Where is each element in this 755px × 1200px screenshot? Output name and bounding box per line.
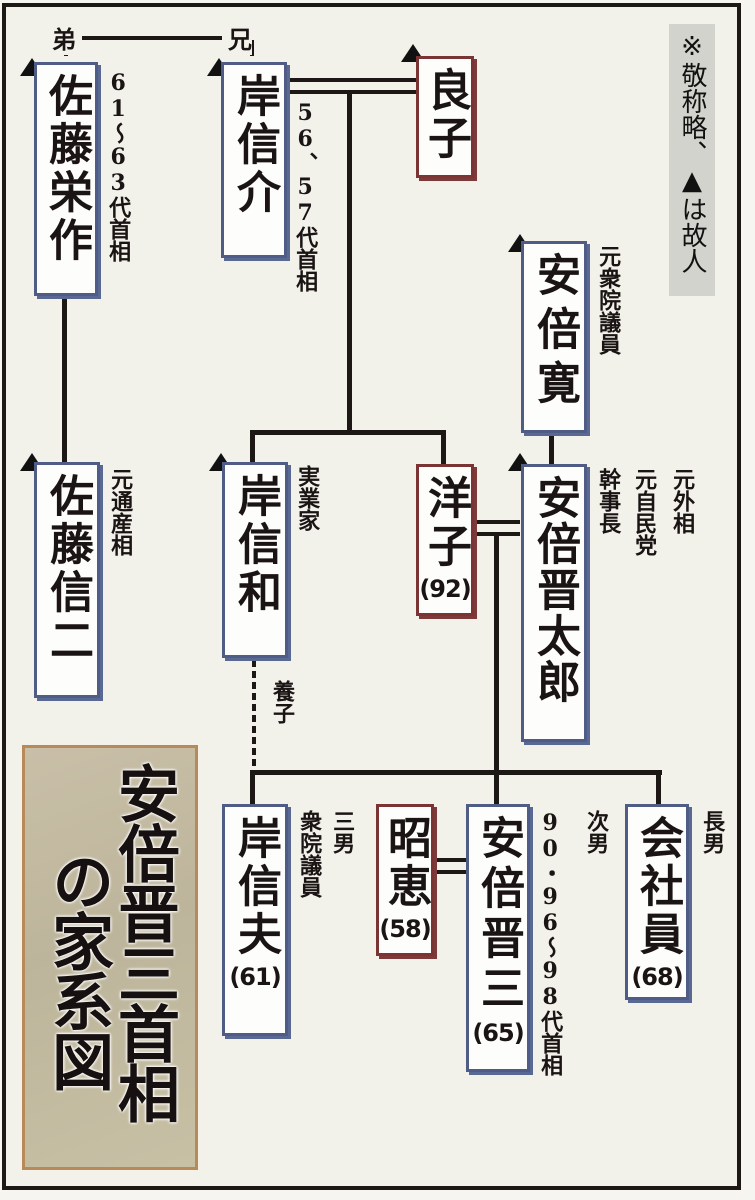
person-note: 長男 [699,810,726,854]
title-line-2: の家系図 [41,850,114,1090]
person-age: (58) [379,915,431,943]
person-note: 幹事長 [595,468,622,534]
person-abe-kan: 安倍寛 [521,241,587,433]
person-age: (92) [419,575,471,603]
abe-descent-line [494,532,499,772]
person-note: 90・96〜98代首相 [537,810,564,1076]
to-shinzo [494,770,499,806]
person-eldest-son: 会社員 (68) [625,804,689,1000]
person-note: 元外相 [669,468,696,534]
person-note: 衆院議員 [296,810,323,898]
diagram-title: 安倍晋三首相 の家系図 [22,745,198,1170]
person-abe-shintaro: 安倍晋太郎 [521,464,587,742]
person-name: 岸信介 [229,73,280,217]
person-abe-shinzo: 安倍晋三 (65) [466,804,530,1072]
person-name: 安倍晋三 [473,815,524,1015]
kishi-descent-line [347,90,352,432]
person-akie: 昭恵 (58) [376,804,434,956]
person-note: 元通産相 [107,468,134,556]
adoption-dotted-line [252,660,256,770]
abe-children-bar [250,770,662,775]
person-note: 元自民党 [631,468,658,556]
person-note: 元衆院議員 [595,245,622,355]
kishi-children-bar [250,430,446,435]
person-name: 安倍寛 [529,252,580,414]
title-line-1: 安倍晋三首相 [107,762,180,1122]
marriage-kishi-yoshiko-top [290,78,418,82]
person-yoko: 洋子 (92) [416,464,474,616]
person-name: 洋子 [420,475,471,571]
person-name: 岸信夫 [230,815,281,959]
adopted-label: 養子 [266,680,298,724]
sato-descent-line [62,296,67,466]
younger-brother-label: 弟 [52,20,76,55]
to-eldest [656,770,661,806]
person-name: 佐藤信二 [42,473,93,665]
person-name: 佐藤栄作 [41,73,92,265]
marriage-yoko-shintaro-top [474,520,520,524]
brothers-line [82,36,222,40]
person-kishi-nobusuke: 岸信介 [221,62,287,258]
person-note: 61〜63代首相 [105,70,132,262]
marriage-akie-shinzo-bottom [432,870,468,874]
marriage-kishi-yoshiko-bottom [290,90,418,94]
person-note: 三男 [329,810,356,854]
person-kishi-nobukazu: 岸信和 [222,462,288,658]
person-sato-shinji: 佐藤信二 [34,462,100,698]
kishi-stub [250,40,254,56]
person-note: 実業家 [294,465,321,531]
to-yoko [441,430,446,466]
to-nobuo [250,770,255,806]
older-brother-label: 兄 [228,20,252,55]
person-sato-eisaku: 佐藤栄作 [34,62,98,296]
person-name: 安倍晋太郎 [529,475,580,705]
to-nobukazu [250,430,255,466]
person-age: (61) [229,963,281,991]
person-yoshiko: 良子 [416,56,474,178]
legend-note: ※敬称略、▲は故人 [669,24,715,296]
person-age: (68) [631,963,683,991]
person-name: 会社員 [632,815,683,959]
marriage-akie-shinzo-top [432,858,468,862]
person-note: 次男 [583,810,610,854]
person-kishi-nobuo: 岸信夫 (61) [222,804,288,1036]
person-name: 岸信和 [230,473,281,617]
person-name: 良子 [420,67,471,163]
person-name: 昭恵 [380,815,431,911]
person-age: (65) [472,1019,524,1047]
abe-kan-descent-line [549,432,554,466]
person-note: 56、57代首相 [292,100,319,292]
